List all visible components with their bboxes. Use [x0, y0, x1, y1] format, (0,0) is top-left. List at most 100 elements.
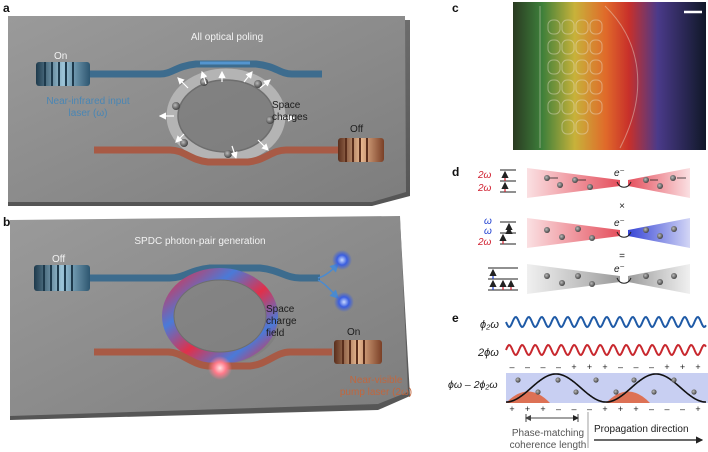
sign: – — [664, 404, 669, 414]
d-row3-cone-right — [628, 264, 690, 294]
field-label-1: Space — [266, 304, 295, 315]
d-row2-cone-right — [628, 218, 690, 248]
field-label-3: field — [266, 328, 284, 339]
sign: + — [695, 404, 700, 414]
sign: + — [695, 362, 700, 372]
sign: + — [602, 404, 607, 414]
space-charges-label-2: charges — [272, 112, 308, 123]
d-row2-freq-2: ω — [484, 226, 492, 237]
propagation-label: Propagation direction — [594, 424, 689, 435]
d-row1-levels — [500, 169, 516, 193]
photon-2 — [334, 292, 354, 312]
e-charge — [691, 389, 697, 395]
sign: + — [540, 404, 545, 414]
d-row1-charges — [544, 175, 676, 190]
sign: + — [633, 404, 638, 414]
sign: + — [571, 362, 576, 372]
panel-e: e ϕ₂ω 2ϕω ––––+++–––+++ ϕω – 2ϕ₂ω +++–––… — [448, 311, 708, 451]
panel-d-label: d — [452, 165, 459, 179]
d-row3-charges — [544, 273, 677, 287]
sign: – — [509, 362, 514, 372]
e-charge — [613, 389, 619, 395]
ir-connector-a — [36, 62, 90, 86]
pump-glow — [208, 356, 232, 380]
sign: – — [649, 404, 654, 414]
panel-c-label: c — [452, 1, 459, 15]
pump-waveguide-a — [94, 146, 340, 166]
sign: – — [571, 404, 576, 414]
sign: – — [556, 404, 561, 414]
d-times: × — [619, 201, 625, 212]
d-row1-freq-2: 2ω — [477, 183, 492, 194]
panel-a: a All optical poling On Near-infrared in… — [3, 1, 410, 206]
d-row1-electron: e⁻ — [614, 168, 625, 179]
e-charge — [515, 377, 521, 383]
e-charge — [573, 389, 579, 395]
sign: – — [618, 362, 623, 372]
d-equals: = — [619, 251, 625, 262]
panel-d: d 2ω 2ω e⁻ × ω — [452, 165, 690, 294]
e-charge — [631, 377, 637, 383]
signs-bottom: +++–––+++–––+ — [509, 404, 700, 414]
e-charge — [555, 377, 561, 383]
panel-e-label: e — [452, 311, 459, 325]
field-arrows-a — [158, 70, 296, 160]
signs-top: ––––+++–––+++ — [509, 362, 700, 372]
sign: + — [618, 404, 623, 414]
panel-a-title: All optical poling — [191, 32, 263, 43]
d-row1-arrows — [550, 177, 686, 181]
e-charges — [515, 377, 697, 395]
micrograph-rings — [539, 5, 639, 149]
d-row2-electron: e⁻ — [614, 218, 625, 229]
e-2phi-w-label: 2ϕω — [477, 347, 499, 359]
space-charges-label-1: Space — [272, 100, 301, 111]
sign: – — [525, 362, 530, 372]
d-row1-cone-right — [628, 168, 690, 198]
sign: + — [680, 362, 685, 372]
d-row1-freq-1: 2ω — [477, 170, 492, 181]
d-row2-charges — [544, 226, 677, 241]
d-row3-electron: e⁻ — [614, 264, 625, 275]
e-diff-label: ϕω – 2ϕ₂ω — [448, 379, 498, 391]
coherence-label-1: Phase-matching — [512, 428, 584, 439]
pump-label-b-1: Near-visible — [350, 375, 403, 386]
sign: + — [664, 362, 669, 372]
pump-on-label-b: On — [347, 327, 360, 338]
e-charge — [651, 389, 657, 395]
ring-a-shadow — [168, 74, 284, 162]
pump-label-b-2: pump laser (2ω) — [340, 387, 412, 398]
e-charge — [593, 377, 599, 383]
panel-a-label: a — [3, 1, 10, 15]
sign: – — [556, 362, 561, 372]
ir-off-label-b: Off — [52, 254, 65, 265]
pump-connector-a — [338, 138, 384, 162]
d-row3-cone-left — [527, 264, 620, 294]
sign: + — [587, 362, 592, 372]
sign: + — [525, 404, 530, 414]
e-charge — [535, 389, 541, 395]
sign: + — [509, 404, 514, 414]
sign: – — [649, 362, 654, 372]
ir-connector-b — [34, 265, 90, 291]
pump-connector-b — [334, 340, 382, 364]
panel-b: b SPDC photon-pair generation Off Space … — [3, 215, 412, 420]
panel-c: c — [452, 1, 706, 150]
ir-laser-label-a-2: laser (ω) — [69, 108, 108, 119]
coherence-label-2: coherence length — [510, 440, 587, 451]
micrograph — [513, 2, 706, 150]
sign: – — [680, 404, 685, 414]
sign: + — [602, 362, 607, 372]
sign: – — [633, 362, 638, 372]
pump-off-label-a: Off — [350, 124, 363, 135]
d-row2-cone-left — [527, 218, 620, 248]
sign: – — [587, 404, 592, 414]
ir-laser-label-a-1: Near-infrared input — [46, 96, 130, 107]
photon-1 — [332, 250, 352, 270]
panel-b-title: SPDC photon-pair generation — [134, 236, 265, 247]
e-phi-2w-label: ϕ₂ω — [480, 319, 499, 331]
d-row1-cone-left — [527, 168, 620, 198]
sign: – — [540, 362, 545, 372]
wave-2phi-w — [505, 343, 707, 357]
ring-b-inner — [173, 279, 267, 353]
